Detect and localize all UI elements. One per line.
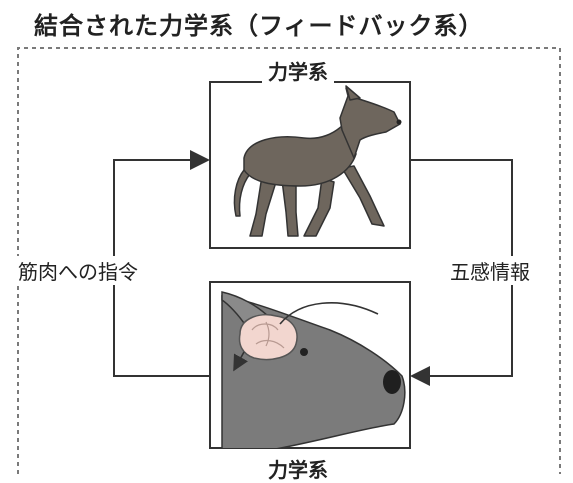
bottom-box-label: 力学系	[262, 454, 334, 483]
dashed-frame	[17, 47, 561, 474]
right-arrow-label: 五感情報	[448, 256, 532, 285]
walking-dog-illustration	[233, 85, 401, 237]
left-arrow-label: 筋肉への指令	[16, 256, 140, 285]
diagram-title: 結合された力学系（フィードバック系）	[30, 6, 488, 41]
top-box-label: 力学系	[262, 56, 334, 85]
dog-head-with-brain-illustration	[221, 291, 406, 448]
